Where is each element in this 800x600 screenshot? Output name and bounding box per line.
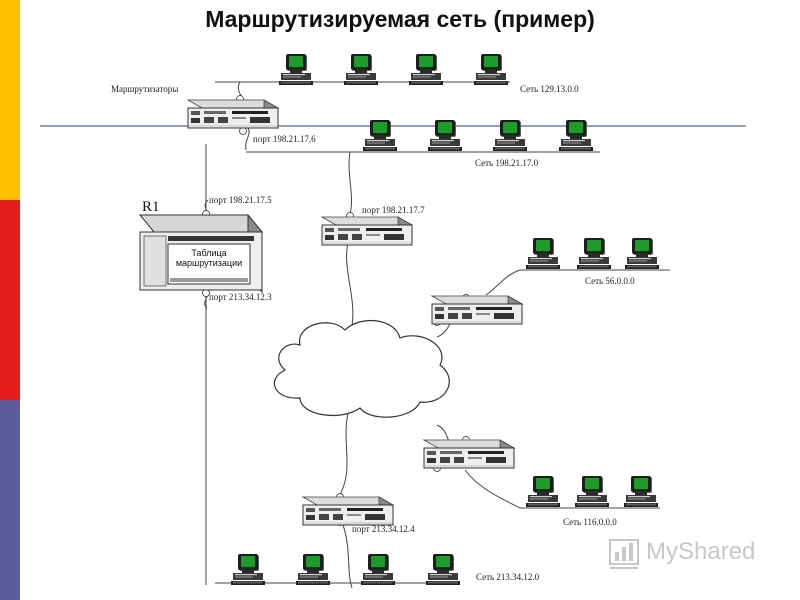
pc-icon[interactable] xyxy=(623,475,659,508)
pc-group-198 xyxy=(362,119,594,152)
pc-group-129 xyxy=(278,53,509,86)
net-56-label: Сеть 56.0.0.0 xyxy=(585,276,635,286)
port-213-3-label: порт 213.34.12.3 xyxy=(209,292,272,302)
routing-table-label-2: маршрутизации xyxy=(176,258,242,268)
pc-icon[interactable] xyxy=(362,119,398,152)
pc-group-56 xyxy=(525,237,660,270)
router-r1[interactable] xyxy=(138,213,264,294)
net-116-label: Сеть 116.0.0.0 xyxy=(563,517,617,527)
pc-icon[interactable] xyxy=(295,553,331,586)
router-213-34-12-4[interactable] xyxy=(302,496,394,526)
myshared-logo: MyShared xyxy=(608,536,778,572)
pc-icon[interactable] xyxy=(576,237,612,270)
side-bar-red xyxy=(0,200,20,400)
r1-label: R1 xyxy=(142,199,160,215)
pc-icon[interactable] xyxy=(525,475,561,508)
pc-icon[interactable] xyxy=(574,475,610,508)
pc-icon[interactable] xyxy=(278,53,314,86)
wan-cloud xyxy=(273,319,450,418)
side-bar-yellow xyxy=(0,0,20,200)
page-title: Маршрутизируемая сеть (пример) xyxy=(205,6,595,32)
router-56[interactable] xyxy=(431,295,523,325)
pc-icon[interactable] xyxy=(473,53,509,86)
router-116[interactable] xyxy=(423,439,515,469)
port-198-6-label: порт 198.21.17.6 xyxy=(253,134,316,144)
pc-icon[interactable] xyxy=(558,119,594,152)
net-213-label: Сеть 213.34.12.0 xyxy=(476,572,540,582)
router-top[interactable] xyxy=(187,99,279,129)
routing-table-label-1: Таблица xyxy=(191,248,226,258)
pc-icon[interactable] xyxy=(360,553,396,586)
port-198-7-label: порт 198.21.17.7 xyxy=(362,205,425,215)
pc-icon[interactable] xyxy=(525,237,561,270)
pc-icon[interactable] xyxy=(408,53,444,86)
pc-icon[interactable] xyxy=(343,53,379,86)
pc-icon[interactable] xyxy=(492,119,528,152)
logo-text: MyShared xyxy=(646,538,756,565)
port-213-4-label: порт 213.34.12.4 xyxy=(352,524,415,534)
pc-group-116 xyxy=(525,475,659,508)
routers-label: Маршрутизаторы xyxy=(111,84,178,94)
port-198-5-label: порт 198.21.17.5 xyxy=(209,195,272,205)
pc-icon[interactable] xyxy=(427,119,463,152)
pc-icon[interactable] xyxy=(425,553,461,586)
pc-icon[interactable] xyxy=(624,237,660,270)
net-198-label: Сеть 198.21.17.0 xyxy=(475,158,539,168)
pc-icon[interactable] xyxy=(230,553,266,586)
side-bar-blue xyxy=(0,400,20,600)
net-129-label: Сеть 129.13.0.0 xyxy=(520,84,579,94)
pc-group-213 xyxy=(230,553,461,586)
router-198-21-17-7[interactable] xyxy=(321,216,413,246)
logo-icon xyxy=(609,539,639,569)
